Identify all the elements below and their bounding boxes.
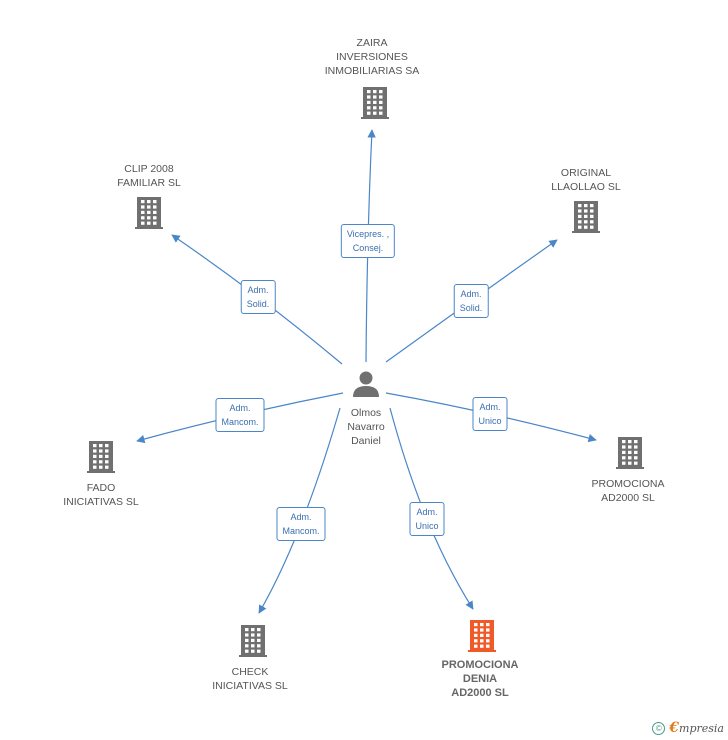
company-label-zaira-line: INVERSIONES <box>336 51 408 63</box>
edge-label-promo2000-line: Unico <box>478 416 502 426</box>
company-label-zaira: ZAIRA INVERSIONES INMOBILIARIAS SA <box>325 36 420 78</box>
edge-label-denia-line: Adm. <box>416 507 438 517</box>
building-icon[interactable] <box>87 441 115 473</box>
edge-label-promo2000-line: Adm. <box>479 402 501 412</box>
building-icon[interactable] <box>572 201 600 233</box>
company-label-clip-line: FAMILIAR SL <box>117 177 181 189</box>
person-label-line: Navarro <box>347 421 385 433</box>
edges-layer <box>136 129 597 614</box>
footer-brand[interactable]: © €mpresia <box>652 720 724 736</box>
company-label-zaira-line: INMOBILIARIAS SA <box>324 65 420 77</box>
edge-label-fado-line: Mancom. <box>221 417 259 427</box>
building-icon[interactable] <box>239 625 267 657</box>
company-label-clip-line: CLIP 2008 <box>124 163 174 175</box>
building-icon[interactable] <box>361 87 389 119</box>
company-label-promo2000: PROMOCIONA AD2000 SL <box>592 477 665 505</box>
edge-label-original-line: Adm. <box>460 289 482 299</box>
company-label-check: CHECK INICIATIVAS SL <box>212 665 287 693</box>
edge-label-denia[interactable]: Adm. Unico <box>409 502 445 536</box>
brand-logo[interactable]: €mpresia <box>669 720 724 736</box>
edge-label-zaira[interactable]: Vicepres. , Consej. <box>340 224 396 258</box>
edge-label-clip[interactable]: Adm. Solid. <box>240 280 276 314</box>
edge-label-zaira-line: Consej. <box>352 243 384 253</box>
building-icon[interactable] <box>616 437 644 469</box>
company-label-original: ORIGINAL LLAOLLAO SL <box>551 166 620 194</box>
company-label-fado: FADO INICIATIVAS SL <box>63 481 138 509</box>
company-label-original-line: LLAOLLAO SL <box>551 181 621 193</box>
company-label-denia-line: PROMOCIONA <box>441 659 519 671</box>
company-label-check-line: INICIATIVAS SL <box>212 680 288 692</box>
icons-layer <box>87 87 644 657</box>
copyright-icon: © <box>652 721 666 735</box>
edge-label-fado[interactable]: Adm. Mancom. <box>215 398 265 432</box>
company-label-denia-line: DENIA <box>462 673 498 685</box>
edge-label-check-line: Adm. <box>290 512 312 522</box>
person-label-line: Olmos <box>350 407 382 419</box>
edge-label-check-line: Mancom. <box>282 526 320 536</box>
company-label-promo2000-line: AD2000 SL <box>601 492 655 504</box>
company-label-fado-line: INICIATIVAS SL <box>63 496 139 508</box>
edge-label-original[interactable]: Adm. Solid. <box>453 284 489 318</box>
edge-label-fado-line: Adm. <box>229 403 251 413</box>
edge-label-zaira-line: Vicepres. , <box>346 229 390 239</box>
company-label-check-line: CHECK <box>231 666 269 678</box>
edge-label-original-line: Solid. <box>459 303 483 313</box>
company-label-fado-line: FADO <box>86 482 116 494</box>
edge-label-clip-line: Solid. <box>246 299 270 309</box>
company-label-original-line: ORIGINAL <box>560 167 612 179</box>
edge-label-denia-line: Unico <box>415 521 439 531</box>
company-label-zaira-line: ZAIRA <box>356 37 388 49</box>
building-icon[interactable] <box>135 197 163 229</box>
company-label-denia-line: AD2000 SL <box>451 687 509 699</box>
company-label-promo2000-line: PROMOCIONA <box>591 478 665 490</box>
person-label-line: Daniel <box>351 435 381 447</box>
person-icon[interactable] <box>353 371 379 398</box>
edge-label-check[interactable]: Adm. Mancom. <box>276 507 326 541</box>
building-icon[interactable] <box>468 620 496 652</box>
company-label-denia: PROMOCIONA DENIA AD2000 SL <box>442 658 519 700</box>
edge-label-clip-line: Adm. <box>247 285 269 295</box>
edge-label-promo2000[interactable]: Adm. Unico <box>472 397 508 431</box>
